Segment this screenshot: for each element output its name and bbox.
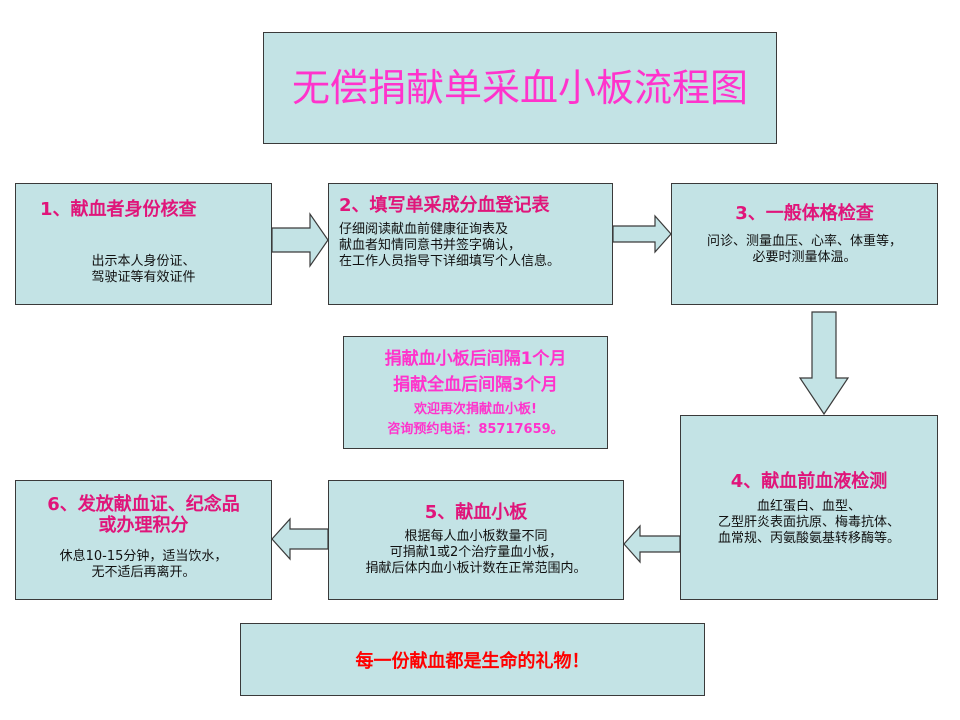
step-6-heading: 6、发放献血证、纪念品 或办理积分	[16, 494, 271, 536]
step-3-heading: 3、一般体格检查	[735, 203, 874, 224]
step-2-body: 仔细阅读献血前健康征询表及 献血者知情同意书并签字确认， 在工作人员指导下详细填…	[339, 222, 560, 270]
step-6-line-2: 无不适后再离开。	[91, 565, 196, 580]
footer-slogan: 每一份献血都是生命的礼物！	[355, 650, 590, 672]
step-6-heading-line-2: 或办理积分	[98, 514, 189, 536]
arrow-right-2-to-3	[612, 214, 672, 254]
step-6-body: 休息10-15分钟，适当饮水， 无不适后再离开。	[16, 549, 271, 581]
step-4-line-2: 乙型肝炎表面抗原、梅毒抗体、	[717, 515, 900, 530]
step-5-line-1: 根据每人血小板数量不同	[404, 529, 548, 544]
step-2-box: 2、填写单采成分血登记表 仔细阅读献血前健康征询表及 献血者知情同意书并签字确认…	[328, 183, 613, 305]
note-line-1: 捐献血小板后间隔1个月	[384, 349, 567, 369]
arrow-left-5-to-6	[271, 517, 329, 561]
arrow-left-4-to-5-shape	[623, 524, 681, 564]
step-6-box: 6、发放献血证、纪念品 或办理积分 休息10-15分钟，适当饮水， 无不适后再离…	[15, 480, 272, 600]
step-1-box: 1、献血者身份核查 出示本人身份证、 驾驶证等有效证件	[15, 183, 272, 305]
step-4-body: 血红蛋白、血型、 乙型肝炎表面抗原、梅毒抗体、 血常规、丙氨酸氨基转移酶等。	[681, 499, 937, 547]
note-line-4: 咨询预约电话：85717659。	[387, 422, 564, 437]
diagram-title: 无偿捐献单采血小板流程图	[291, 66, 748, 110]
step-6-line-1: 休息10-15分钟，适当饮水，	[59, 549, 228, 564]
arrow-right-2-to-3-shape	[612, 214, 672, 254]
arrow-left-4-to-5	[623, 524, 681, 564]
arrow-right-1-to-2-shape	[271, 212, 329, 268]
step-5-box: 5、献血小板 根据每人血小板数量不同 可捐献1或2个治疗量血小板， 捐献后体内血…	[328, 480, 624, 600]
title-box: 无偿捐献单采血小板流程图	[263, 32, 777, 144]
step-2-line-2: 献血者知情同意书并签字确认，	[339, 238, 522, 253]
donation-interval-note: 捐献血小板后间隔1个月 捐献全血后间隔3个月 欢迎再次捐献血小板! 咨询预约电话…	[343, 336, 608, 449]
step-4-box: 4、献血前血液检测 血红蛋白、血型、 乙型肝炎表面抗原、梅毒抗体、 血常规、丙氨…	[680, 415, 938, 600]
step-5-line-2: 可捐献1或2个治疗量血小板，	[389, 545, 563, 560]
arrow-down-3-to-4-shape	[798, 311, 850, 416]
step-3-line-1: 问诊、测量血压、心率、体重等，	[706, 234, 902, 249]
step-6-heading-line-1: 6、发放献血证、纪念品	[47, 494, 240, 515]
step-2-line-3: 在工作人员指导下详细填写个人信息。	[339, 254, 561, 269]
step-5-heading: 5、献血小板	[424, 502, 528, 523]
step-1-body: 出示本人身份证、 驾驶证等有效证件	[16, 254, 271, 286]
arrow-down-3-to-4	[798, 311, 850, 416]
step-3-line-2: 必要时测量体温。	[752, 250, 857, 265]
step-1-heading: 1、献血者身份核查	[40, 199, 197, 220]
arrow-right-1-to-2	[271, 212, 329, 268]
step-2-line-1: 仔细阅读献血前健康征询表及	[339, 222, 509, 237]
step-4-line-1: 血红蛋白、血型、	[756, 499, 861, 514]
step-1-line-2: 驾驶证等有效证件	[91, 270, 196, 285]
note-line-3: 欢迎再次捐献血小板!	[414, 402, 537, 417]
step-2-heading: 2、填写单采成分血登记表	[339, 195, 550, 216]
step-5-body: 根据每人血小板数量不同 可捐献1或2个治疗量血小板， 捐献后体内血小板计数在正常…	[329, 529, 623, 577]
arrow-left-5-to-6-shape	[271, 517, 329, 561]
footer-slogan-box: 每一份献血都是生命的礼物！	[240, 623, 705, 696]
step-4-line-3: 血常规、丙氨酸氨基转移酶等。	[717, 531, 900, 546]
step-4-heading: 4、献血前血液检测	[730, 471, 888, 492]
note-line-2: 捐献全血后间隔3个月	[393, 375, 558, 395]
step-5-line-3: 捐献后体内血小板计数在正常范围内。	[365, 561, 587, 576]
step-3-box: 3、一般体格检查 问诊、测量血压、心率、体重等， 必要时测量体温。	[671, 183, 938, 305]
step-1-line-1: 出示本人身份证、	[91, 254, 196, 269]
step-3-body: 问诊、测量血压、心率、体重等， 必要时测量体温。	[672, 234, 937, 266]
